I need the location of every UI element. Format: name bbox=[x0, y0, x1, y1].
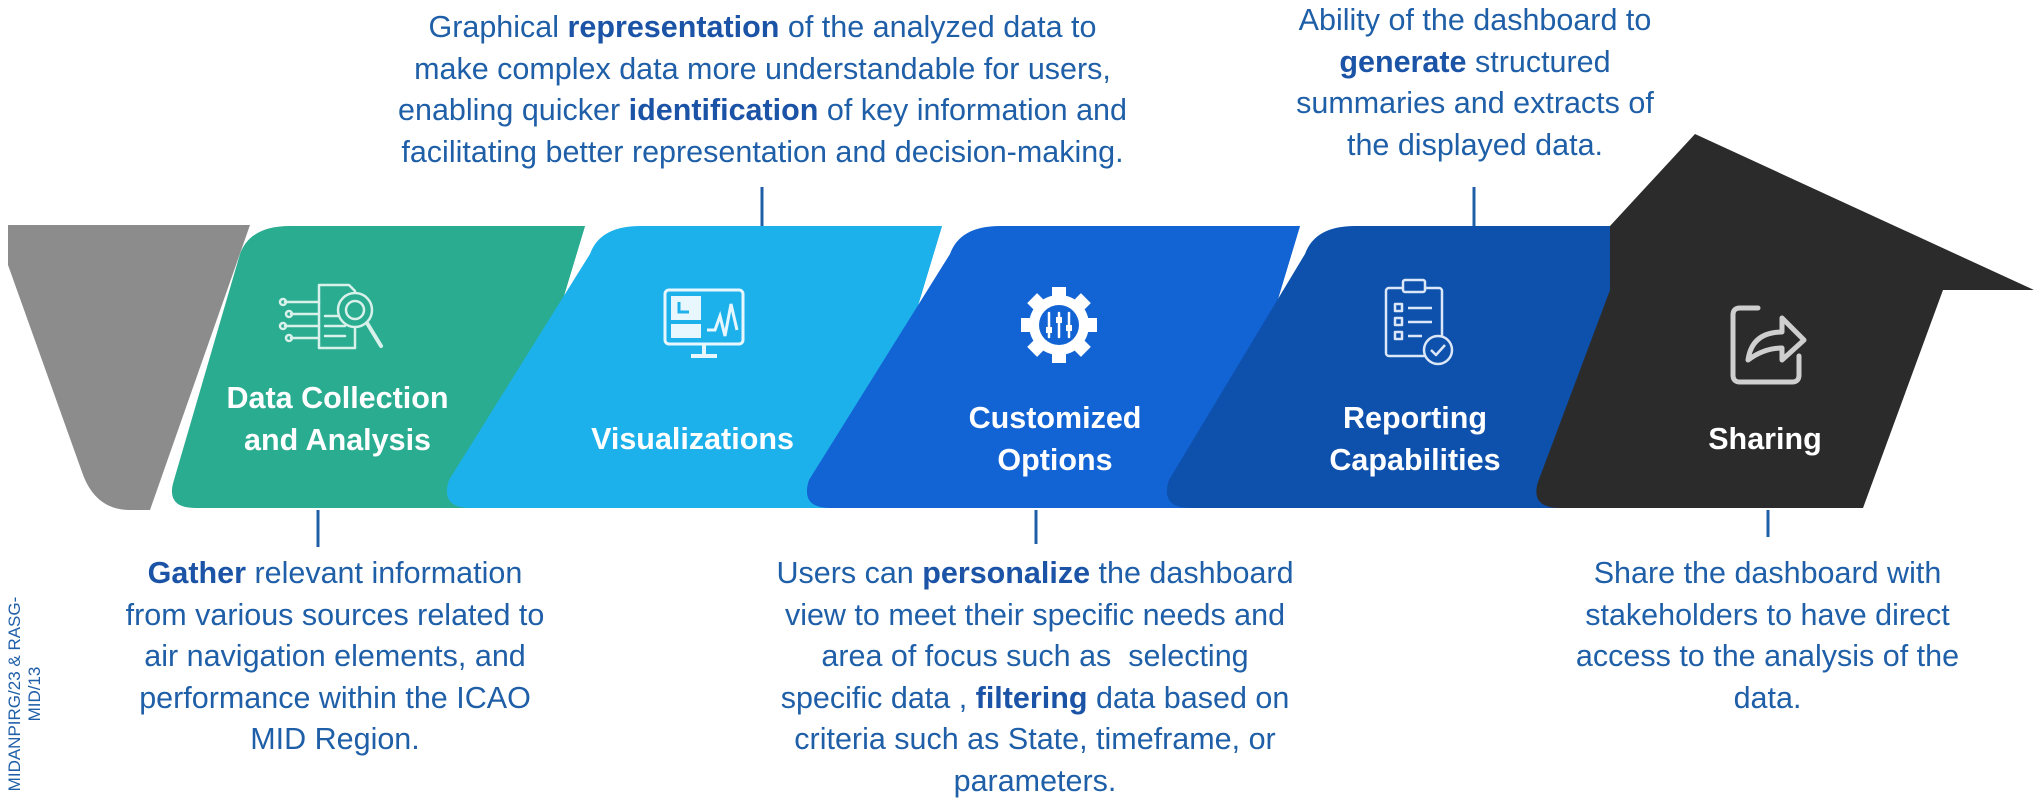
description-line: criteria such as State, timeframe, or bbox=[735, 719, 1335, 761]
description-text: of key information and bbox=[818, 93, 1127, 127]
description-text: data. bbox=[1733, 680, 1802, 715]
stage-label-customized-options: Customized Options bbox=[920, 398, 1190, 481]
description-text: Users can bbox=[776, 556, 923, 590]
description-text: summaries and extracts of bbox=[1296, 86, 1654, 120]
footer-reference: MIDANPIRG/23 & RASG-MID/13 bbox=[5, 596, 44, 792]
description-text: specific data , bbox=[780, 680, 976, 715]
stage-label-line: Reporting bbox=[1342, 401, 1487, 435]
description-line: MID Region. bbox=[95, 719, 575, 761]
stage-segment-visualizations bbox=[446, 226, 942, 508]
description-line: view to meet their specific needs and bbox=[735, 595, 1335, 637]
description-text: MID Region. bbox=[250, 722, 420, 756]
stage-description-sharing: Share the dashboard with stakeholders to … bbox=[1540, 553, 1995, 719]
keyword-text: personalize bbox=[922, 556, 1091, 590]
stage-label-line: Options bbox=[997, 442, 1113, 477]
description-line: generate structured bbox=[1255, 42, 1695, 84]
flow-tail bbox=[8, 225, 250, 510]
keyword-text: filtering bbox=[975, 680, 1088, 715]
stage-label-line: and Analysis bbox=[243, 422, 432, 457]
description-text: criteria such as State, timeframe, or bbox=[794, 722, 1276, 756]
share-icon bbox=[1730, 305, 1807, 385]
description-text: area of focus such as selecting bbox=[821, 639, 1249, 673]
stage-label-reporting: Reporting Capabilities bbox=[1280, 398, 1550, 481]
description-text: Share the dashboard with bbox=[1593, 556, 1942, 590]
description-line: summaries and extracts of bbox=[1255, 83, 1695, 125]
description-line: Users can personalize the dashboard bbox=[735, 553, 1335, 595]
stage-segment-customized-options bbox=[806, 226, 1300, 508]
stage-label-line: Customized bbox=[968, 401, 1142, 435]
description-line: Share the dashboard with bbox=[1540, 553, 1995, 595]
description-line: Ability of the dashboard to bbox=[1255, 0, 1695, 42]
description-line: Gather relevant information bbox=[95, 553, 575, 595]
description-line: stakeholders to have direct bbox=[1540, 595, 1995, 637]
description-text: enabling quicker bbox=[398, 93, 629, 127]
description-line: make complex data more understandable fo… bbox=[340, 49, 1185, 91]
stage-description-visualizations: Graphical representation of the analyzed… bbox=[340, 7, 1185, 173]
description-text: facilitating better representation and d… bbox=[401, 134, 1124, 169]
description-text: the dashboard bbox=[1090, 556, 1294, 590]
description-line: access to the analysis of the bbox=[1540, 636, 1995, 678]
stage-label-line: Capabilities bbox=[1329, 442, 1501, 477]
keyword-text: representation bbox=[567, 10, 780, 44]
clipboard-report-icon bbox=[1384, 278, 1454, 366]
keyword-text: generate bbox=[1339, 44, 1467, 79]
stage-label-visualizations: Visualizations bbox=[560, 419, 825, 461]
description-text: performance within the ICAO bbox=[139, 680, 531, 715]
description-line: the displayed data. bbox=[1255, 125, 1695, 167]
description-line: from various sources related to bbox=[95, 595, 575, 637]
description-line: data. bbox=[1540, 678, 1995, 720]
description-text: the displayed data. bbox=[1346, 127, 1604, 162]
stage-segment-reporting bbox=[1166, 226, 1665, 508]
gear-sliders-icon bbox=[1021, 287, 1097, 363]
description-line: air navigation elements, and bbox=[95, 636, 575, 678]
description-text: make complex data more understandable fo… bbox=[414, 51, 1111, 86]
description-text: view to meet their specific needs and bbox=[784, 597, 1286, 632]
description-line: performance within the ICAO bbox=[95, 678, 575, 720]
monitor-chart-icon bbox=[663, 288, 745, 358]
description-text: relevant information bbox=[245, 556, 523, 590]
data-analysis-icon bbox=[278, 283, 383, 350]
description-line: enabling quicker identification of key i… bbox=[340, 90, 1185, 132]
description-text: access to the analysis of the bbox=[1575, 639, 1960, 673]
description-line: Graphical representation of the analyzed… bbox=[340, 7, 1185, 49]
stage-label-sharing: Sharing bbox=[1655, 419, 1875, 461]
keyword-text: Gather bbox=[147, 556, 246, 590]
description-text: Graphical bbox=[428, 10, 568, 44]
description-text: Ability of the dashboard to bbox=[1298, 3, 1652, 37]
description-text: of the analyzed data to bbox=[779, 10, 1097, 44]
description-text: parameters. bbox=[953, 763, 1117, 798]
keyword-text: identification bbox=[628, 93, 819, 127]
stage-label-data-collection: Data Collection and Analysis bbox=[200, 378, 475, 461]
description-text: structured bbox=[1466, 44, 1611, 79]
description-line: specific data , filtering data based on bbox=[735, 678, 1335, 720]
stage-label-line: Data Collection bbox=[226, 381, 449, 415]
stage-label-line: Sharing bbox=[1708, 422, 1822, 456]
description-text: stakeholders to have direct bbox=[1585, 597, 1950, 632]
description-text: from various sources related to bbox=[125, 597, 545, 632]
description-line: parameters. bbox=[735, 761, 1335, 803]
description-line: area of focus such as selecting bbox=[735, 636, 1335, 678]
description-text: data based on bbox=[1087, 680, 1290, 715]
description-text: air navigation elements, and bbox=[144, 639, 526, 673]
stage-label-line: Visualizations bbox=[591, 422, 794, 456]
description-line: facilitating better representation and d… bbox=[340, 132, 1185, 174]
stage-description-reporting: Ability of the dashboard to generate stru… bbox=[1255, 0, 1695, 166]
